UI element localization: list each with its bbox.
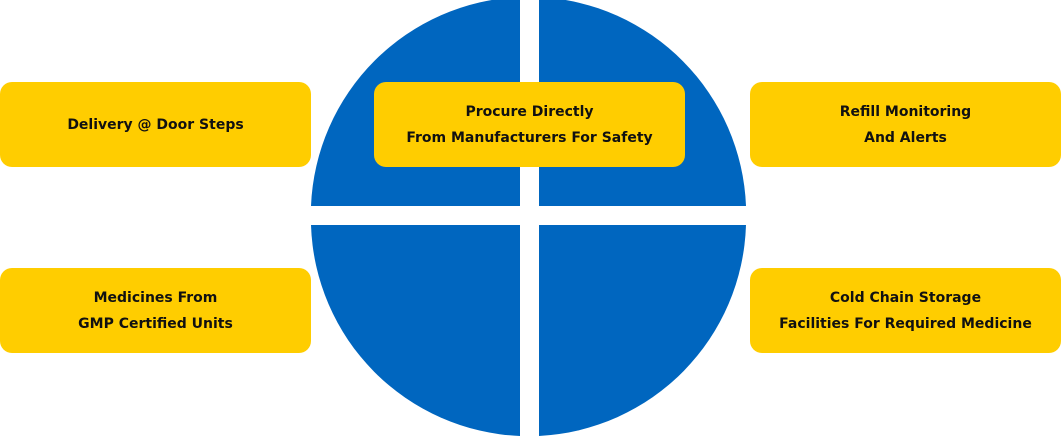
box-top-center: Procure Directly From Manufacturers For …	[374, 82, 685, 167]
box-bottom-left-line2: GMP Certified Units	[78, 315, 233, 332]
box-bottom-right-line2: Facilities For Required Medicine	[779, 315, 1032, 332]
quadrant-bottom-left	[311, 225, 520, 436]
box-bottom-left-line1: Medicines From	[93, 289, 218, 306]
box-top-right: Refill Monitoring And Alerts	[750, 82, 1061, 167]
box-bottom-right: Cold Chain Storage Facilities For Requir…	[750, 268, 1061, 353]
box-bottom-left: Medicines From GMP Certified Units	[0, 268, 311, 353]
box-top-right-line1: Refill Monitoring	[839, 103, 972, 120]
box-top-center-line2: From Manufacturers For Safety	[406, 129, 653, 146]
box-top-left-line1: Delivery @ Door Steps	[67, 116, 244, 133]
box-top-center-line1: Procure Directly	[465, 103, 594, 120]
box-bottom-right-line1: Cold Chain Storage	[829, 289, 982, 306]
quadrant-bottom-right	[539, 225, 746, 436]
box-top-left: Delivery @ Door Steps	[0, 82, 311, 167]
box-top-right-line2: And Alerts	[864, 129, 947, 146]
